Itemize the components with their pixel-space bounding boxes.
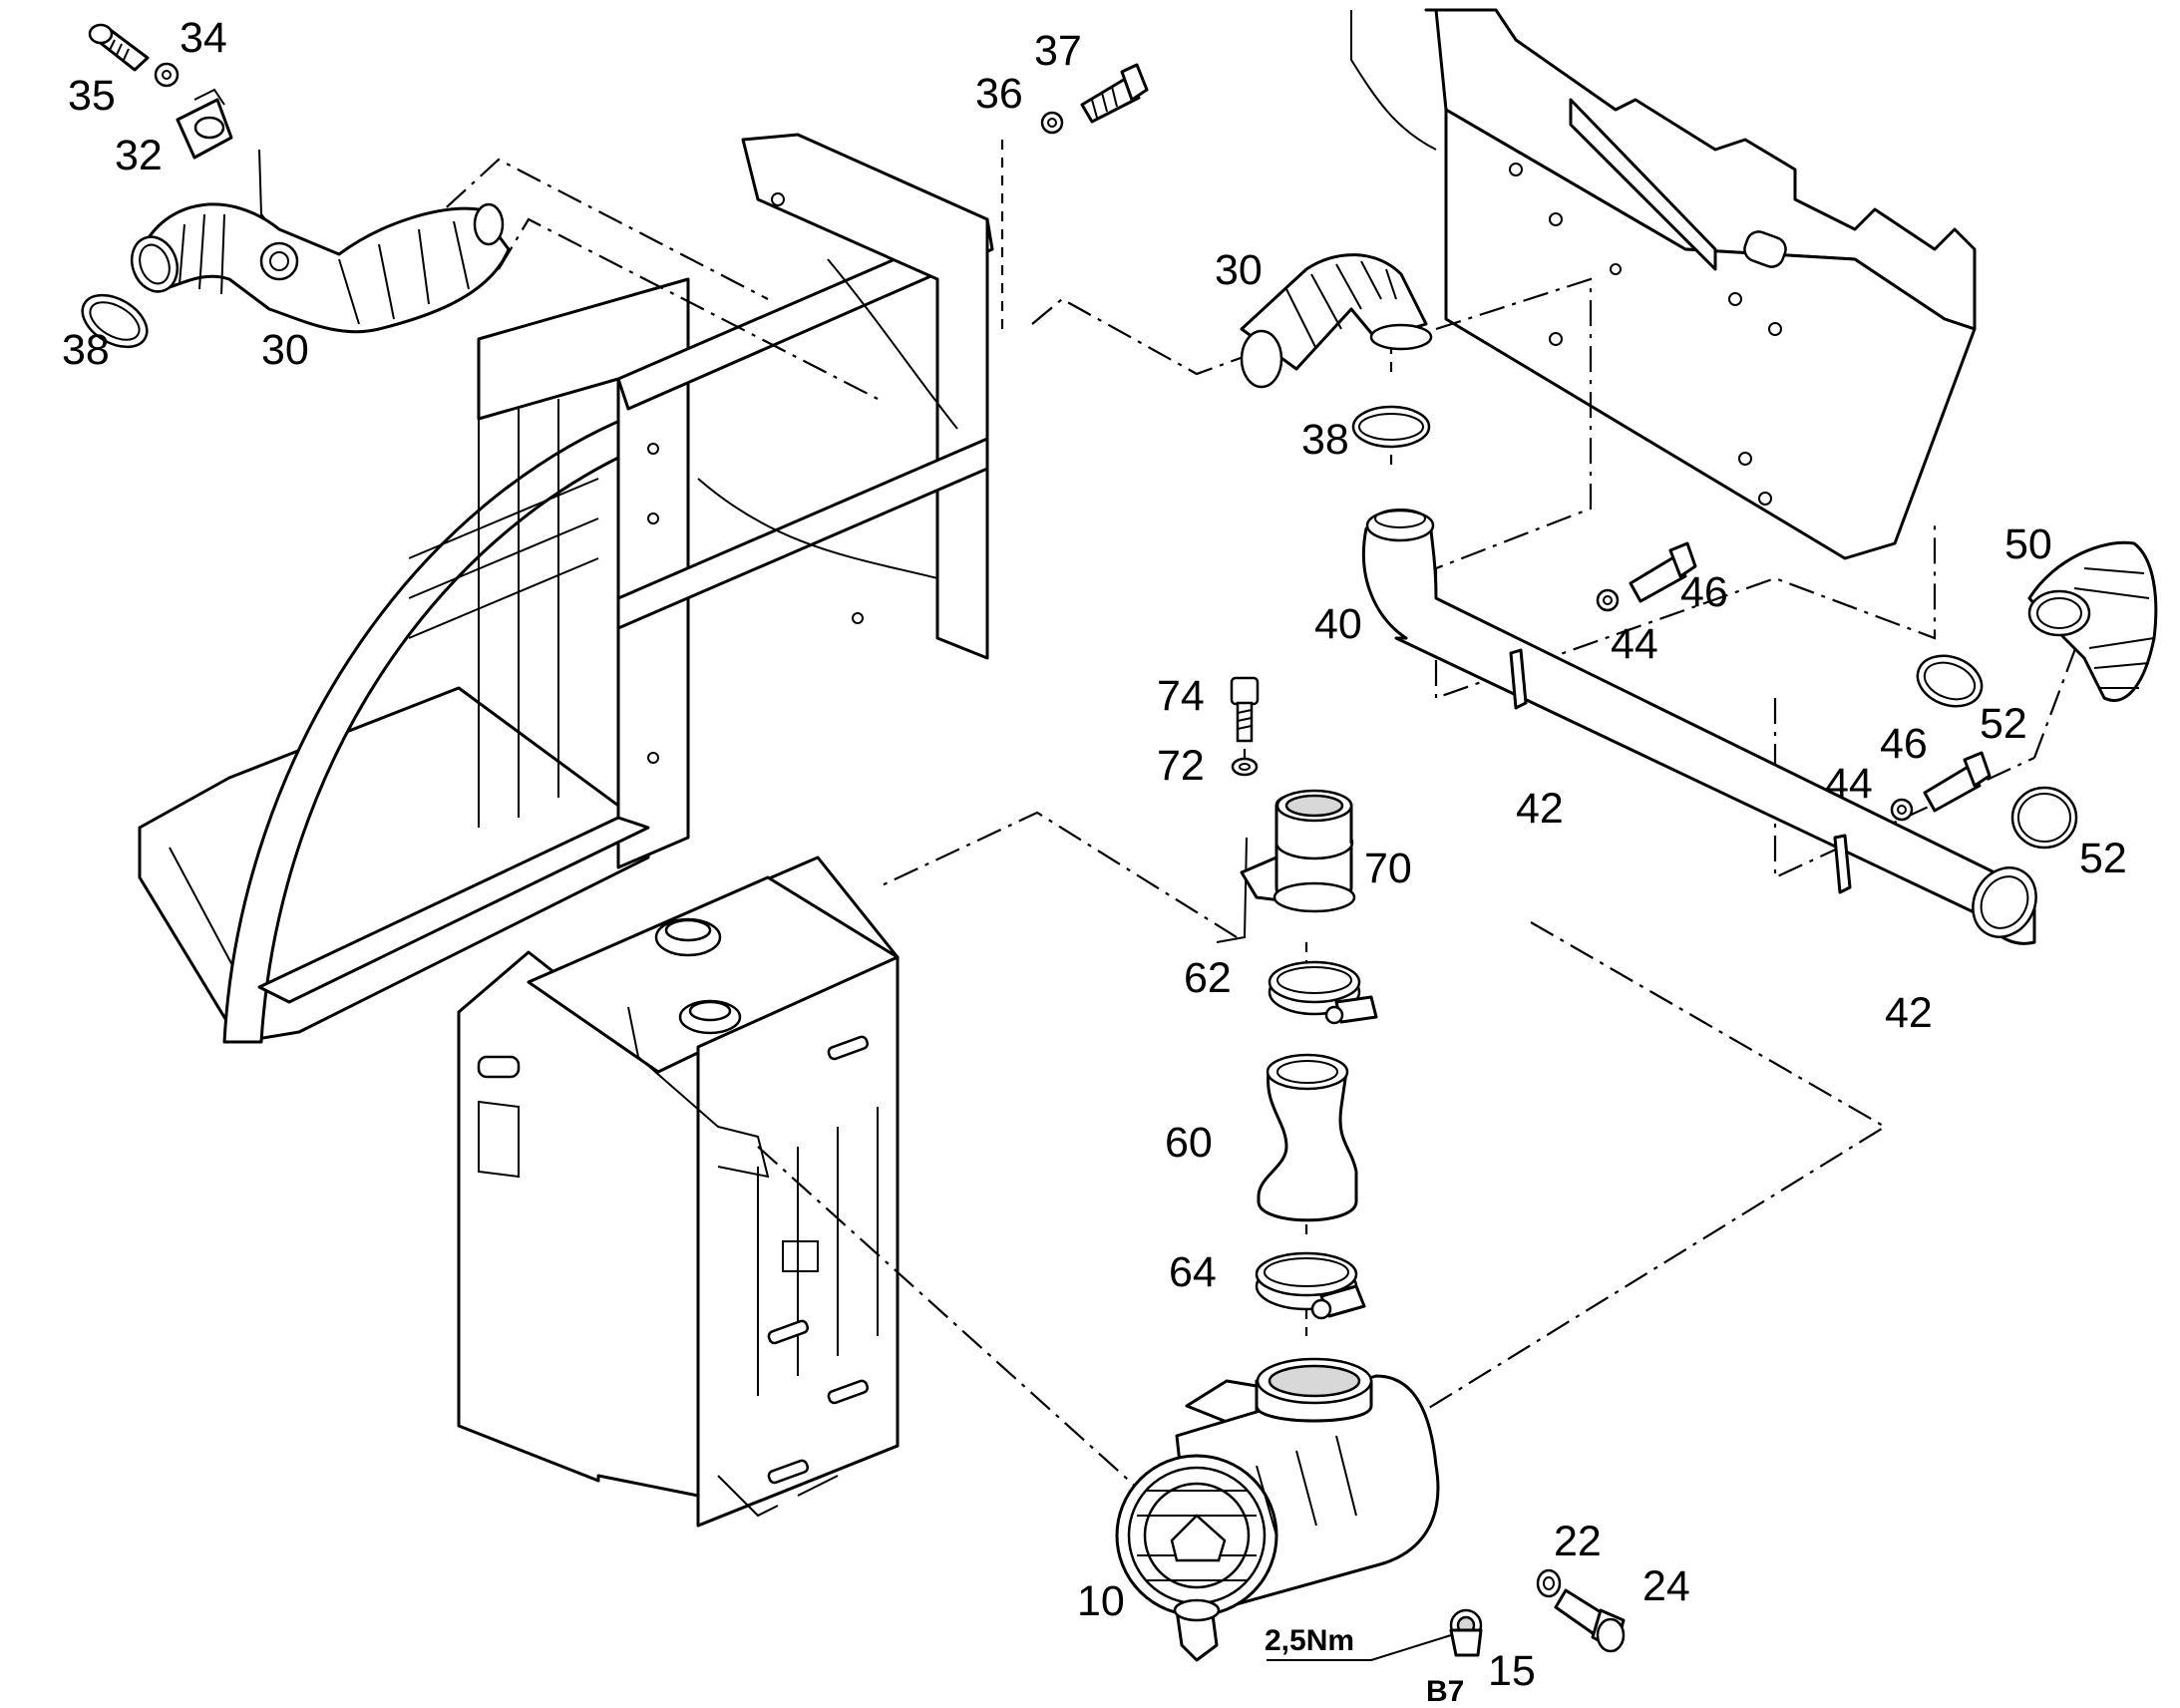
bolt-46-upper	[1629, 541, 1697, 603]
sensor-code-label: B7	[1426, 1675, 1464, 1708]
callout-46-upper: 46	[1680, 568, 1728, 616]
bolt-24	[1554, 1588, 1626, 1653]
elbow-50	[2027, 540, 2158, 702]
callout-37: 37	[1034, 27, 1082, 75]
torque-label: 2,5Nm	[1265, 1624, 1354, 1657]
callout-38-left: 38	[62, 326, 110, 374]
washer-72	[1231, 757, 1259, 777]
callout-46-lower: 46	[1880, 720, 1928, 768]
callout-50: 50	[2004, 520, 2052, 568]
callout-44-lower: 44	[1825, 760, 1873, 808]
callout-30-left: 30	[261, 326, 309, 374]
washer-34	[154, 62, 180, 88]
ring-52-lower	[2010, 786, 2078, 850]
callout-24: 24	[1642, 1562, 1690, 1610]
washer-36	[1040, 111, 1064, 135]
hose-30-right	[1240, 253, 1433, 389]
back-panel	[1350, 8, 1977, 560]
clip-32	[176, 88, 233, 160]
callout-72: 72	[1157, 742, 1205, 790]
air-filter-10	[1115, 1357, 1440, 1662]
bolt-46-lower	[1923, 751, 1992, 813]
callout-70: 70	[1364, 845, 1412, 892]
clamp-62	[1268, 960, 1378, 1025]
clamp-64	[1255, 1251, 1366, 1320]
washer-22	[1536, 1568, 1562, 1598]
callout-52-upper: 52	[1980, 700, 2027, 748]
callout-38-right: 38	[1301, 416, 1349, 464]
ring-38-left	[81, 293, 149, 349]
callout-36: 36	[975, 70, 1023, 118]
callout-52-lower: 52	[2079, 835, 2127, 882]
pipe-40	[1361, 509, 2037, 945]
callout-32: 32	[115, 132, 163, 179]
callout-35: 35	[68, 72, 116, 120]
bolt-74	[1230, 676, 1260, 743]
adapter-70	[1240, 789, 1356, 913]
callout-64: 64	[1169, 1248, 1217, 1296]
ring-52-upper	[1916, 654, 1984, 708]
callout-44-upper: 44	[1611, 620, 1658, 668]
callout-40: 40	[1314, 600, 1362, 648]
callout-62: 62	[1184, 954, 1232, 1002]
callout-42-upper: 42	[1516, 785, 1564, 833]
tank-box	[457, 855, 900, 1528]
callout-10: 10	[1077, 1577, 1125, 1625]
callout-15: 15	[1488, 1647, 1536, 1695]
ring-38-right	[1351, 405, 1431, 449]
bolt-37	[1080, 63, 1149, 124]
callout-42-lower: 42	[1885, 989, 1933, 1037]
callout-22: 22	[1554, 1518, 1602, 1565]
bolt-35	[88, 23, 150, 72]
hose-30-left	[130, 202, 511, 334]
torque-leader	[1267, 1634, 1452, 1661]
callout-60: 60	[1165, 1119, 1213, 1167]
callout-74: 74	[1157, 672, 1205, 720]
hose-60	[1257, 1053, 1358, 1222]
callout-34: 34	[180, 14, 227, 62]
callout-30-right: 30	[1215, 246, 1263, 294]
washer-44-upper	[1596, 588, 1620, 612]
callout-labels: 34 35 32 38 30 37 36 30 38 40 46 44 42 5…	[62, 14, 2127, 1708]
washer-44-lower	[1890, 798, 1914, 822]
chassis-frame	[138, 133, 994, 1044]
sensor-15	[1449, 1608, 1483, 1657]
